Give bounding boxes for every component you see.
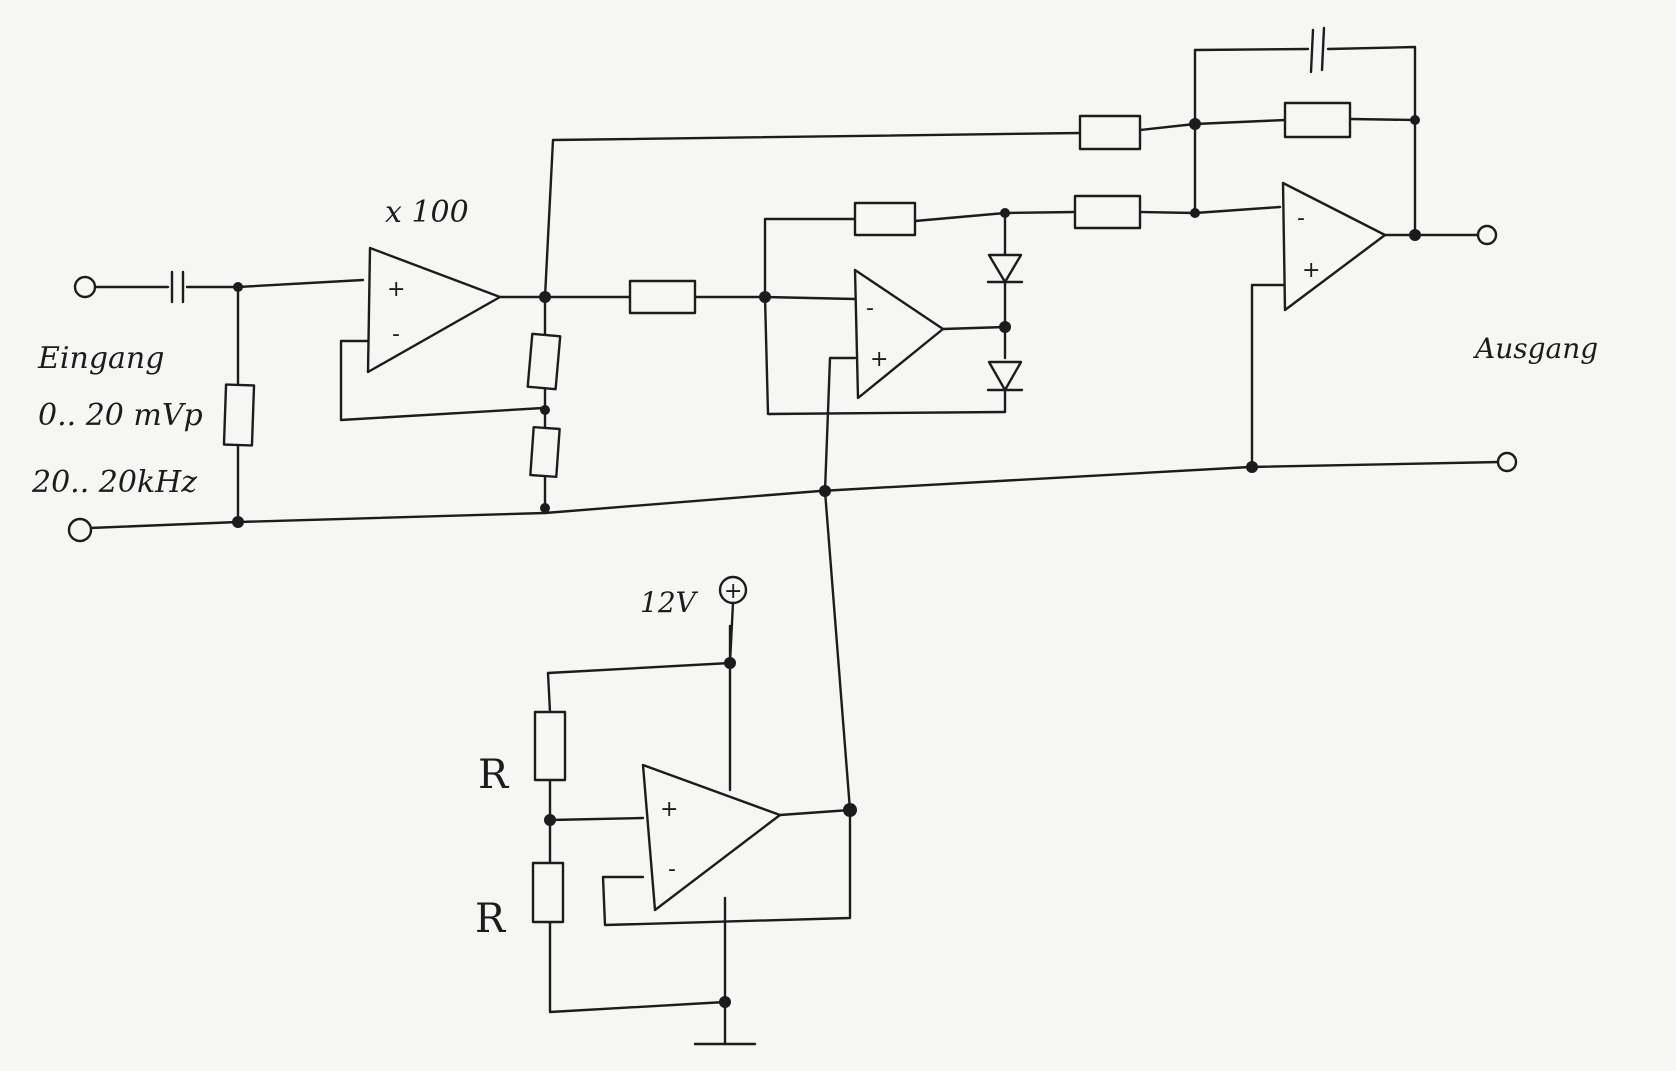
opamp-rect-in-top: - — [866, 296, 874, 321]
bias-resistor-bottom-label: R — [475, 896, 507, 942]
opamp-gain-in-top: + — [387, 277, 405, 302]
stage2-feedback-resistor — [853, 201, 917, 237]
bias-resistor-bottom — [531, 861, 565, 924]
gain-label: x 100 — [385, 195, 469, 230]
bias-resistor-top-label: R — [478, 752, 510, 798]
supply-voltage-label: 12V — [640, 586, 699, 619]
input-shunt-resistor — [222, 383, 256, 447]
input-range-label: 0.. 20 mVp — [38, 398, 203, 433]
opamp-sum-in-top: - — [1297, 206, 1305, 231]
sum-feedback-resistor — [1283, 101, 1352, 139]
sum-input-resistor-1 — [1078, 114, 1142, 151]
opamp-sum-in-bottom: + — [1302, 258, 1320, 283]
sum-feedback-capacitor — [1309, 26, 1326, 74]
labels: Eingang 0.. 20 mVp 20.. 20kHz x 100 Ausg… — [31, 195, 1598, 942]
opamp-rectifier-stage: - + — [853, 268, 945, 400]
components: + - - + - + + - + — [170, 26, 1387, 924]
input-label: Eingang — [37, 341, 164, 376]
supply-terminal: + — [718, 575, 748, 665]
terminals — [67, 224, 1518, 543]
diode-bottom — [986, 360, 1024, 392]
output-terminal-signal — [1476, 224, 1498, 246]
input-terminal-signal — [73, 275, 97, 299]
opamp-rect-in-bottom: + — [870, 347, 888, 372]
diode-top — [986, 253, 1024, 284]
output-terminal-ground — [1496, 451, 1518, 473]
opamp-bias-in-top: + — [660, 797, 678, 822]
stage2-input-resistor — [628, 279, 697, 315]
input-terminal-ground — [67, 517, 93, 543]
opamp-gain-stage: + - — [366, 246, 502, 374]
opamp-bias-in-bottom: - — [668, 857, 676, 882]
junctions — [232, 115, 1421, 1008]
sum-input-resistor-2 — [1073, 194, 1142, 230]
input-frequency-label: 20.. 20kHz — [31, 465, 197, 500]
supply-plus-sign: + — [724, 579, 742, 604]
opamp-summing-stage: - + — [1281, 181, 1387, 312]
opamp-bias-buffer: + - — [641, 763, 782, 912]
input-capacitor — [170, 270, 185, 304]
opamp-gain-in-bottom: - — [392, 322, 400, 347]
gain-resistor-bottom — [529, 425, 561, 479]
gain-resistor-top — [526, 332, 562, 391]
bias-resistor-top — [533, 710, 567, 782]
output-label: Ausgang — [1472, 332, 1598, 365]
